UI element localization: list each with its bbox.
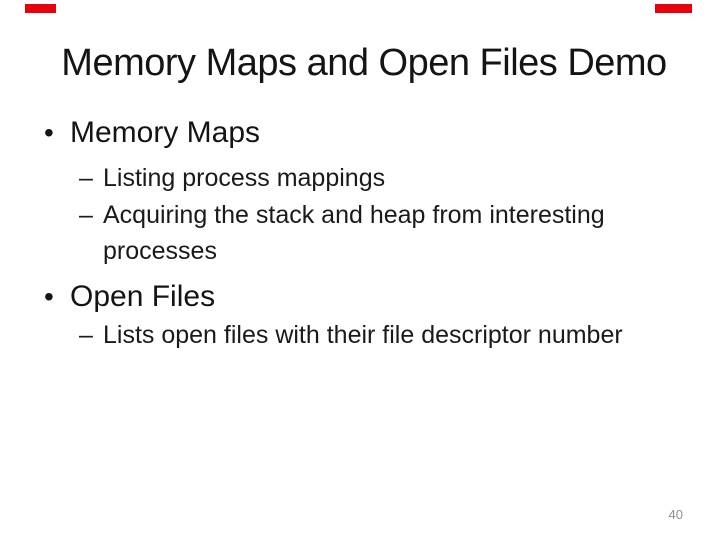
- bullet-item-open-files: • Open Files: [0, 276, 728, 318]
- red-accent-mark-left: [25, 4, 56, 13]
- sub-bullet-line: Listing process mappings: [103, 164, 386, 192]
- dash-icon: –: [79, 201, 93, 229]
- slide-page-number: 40: [668, 507, 683, 522]
- bullet-label: Memory Maps: [70, 116, 261, 149]
- sub-bullet-line: processes: [103, 237, 217, 265]
- bullet-dot-icon: •: [44, 117, 54, 148]
- sub-bullet-text: Acquiring the stack and heap from intere…: [103, 197, 683, 269]
- sub-bullet-lists-open-files: – Lists open files with their file descr…: [0, 317, 728, 353]
- bullet-item-memory-maps: • Memory Maps: [0, 112, 728, 154]
- sub-bullet-acquiring-stack-heap: – Acquiring the stack and heap from inte…: [0, 197, 728, 269]
- bullet-label: Open Files: [70, 280, 216, 313]
- sub-bullet-line: Lists open files with their file descrip…: [103, 321, 623, 349]
- slide-title: Memory Maps and Open Files Demo: [61, 42, 667, 84]
- red-accent-mark-right: [655, 4, 692, 13]
- dash-icon: –: [79, 164, 93, 192]
- sub-bullet-line: Acquiring the stack and heap from intere…: [103, 201, 605, 229]
- sub-bullet-text: Lists open files with their file descrip…: [103, 317, 683, 353]
- bullet-dot-icon: •: [44, 281, 54, 312]
- dash-icon: –: [79, 321, 93, 349]
- sub-bullet-listing-process-mappings: – Listing process mappings: [0, 160, 728, 196]
- sub-bullet-text: Listing process mappings: [103, 160, 683, 196]
